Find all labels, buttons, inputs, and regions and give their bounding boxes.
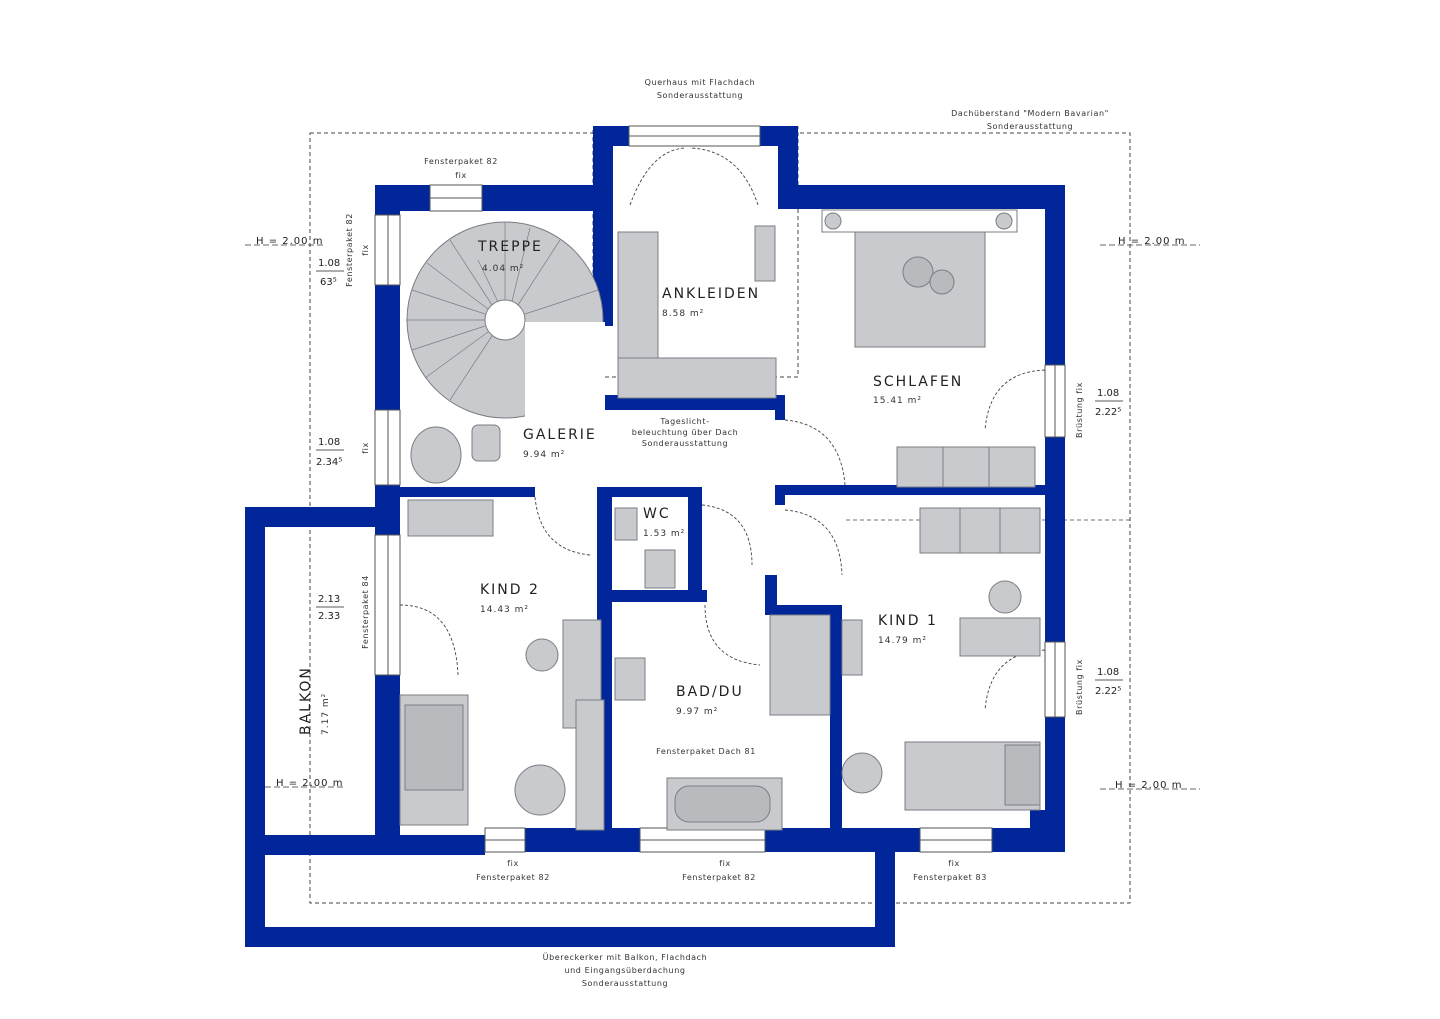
- dim-w5-bot: 2.22⁵: [1095, 686, 1121, 697]
- height-right-top: H = 2.00 m: [1118, 236, 1185, 247]
- note-brustung-2: Brüstung fix: [1075, 659, 1084, 715]
- room-area-galerie: 9.94 m²: [523, 450, 565, 460]
- room-area-ankleiden: 8.58 m²: [662, 309, 704, 319]
- room-name-schlafen: SCHLAFEN: [873, 374, 963, 390]
- dim-w3-bot: 2.33: [318, 611, 340, 622]
- note-fix-galerie: fix: [361, 442, 370, 454]
- room-name-bad: BAD/DU: [676, 684, 744, 700]
- room-name-wc: WC: [643, 506, 671, 522]
- height-right-bottom: H = 2.00 m: [1115, 780, 1182, 791]
- height-left-top: H = 2.00 m: [256, 236, 323, 247]
- note-erker-1: Übereckerker mit Balkon, Flachdach: [543, 952, 708, 962]
- room-area-balkon: 7.17 m²: [321, 693, 331, 735]
- dim-w2-bot: 2.34⁵: [316, 457, 342, 468]
- height-markers: H = 2.00 m H = 2.00 m H = 2.00 m H = 2.0…: [245, 236, 1200, 791]
- room-name-ankleiden: ANKLEIDEN: [662, 286, 760, 302]
- height-left-bottom: H = 2.00 m: [276, 778, 343, 789]
- dim-w1-bot: 63⁵: [320, 277, 337, 288]
- note-dach-sonder: Sonderausstattung: [987, 122, 1073, 131]
- room-area-treppe: 4.04 m²: [482, 264, 524, 274]
- note-fix-b3: fix: [948, 859, 960, 868]
- dim-w3-top: 2.13: [318, 594, 340, 605]
- note-brustung-1: Brüstung fix: [1075, 382, 1084, 438]
- room-name-galerie: GALERIE: [523, 427, 597, 443]
- annotations: Querhaus mit Flachdach Sonderausstattung…: [424, 78, 1109, 988]
- walls: [245, 126, 1065, 947]
- note-erker-2: und Eingangsüberdachung: [564, 966, 685, 975]
- room-name-treppe: TREPPE: [477, 239, 543, 255]
- room-area-kind2: 14.43 m²: [480, 605, 529, 615]
- room-area-kind1: 14.79 m²: [878, 636, 927, 646]
- windows: [374, 125, 1066, 853]
- room-labels: TREPPE 4.04 m² ANKLEIDEN 8.58 m² SCHLAFE…: [298, 239, 963, 735]
- room-name-kind1: KIND 1: [878, 613, 938, 629]
- dim-w4-top: 1.08: [1097, 388, 1119, 399]
- note-fix-left: fix: [361, 244, 370, 256]
- window-dimensions: [316, 270, 1123, 681]
- room-area-wc: 1.53 m²: [643, 529, 685, 539]
- note-querhaus: Querhaus mit Flachdach: [645, 78, 756, 87]
- note-querhaus-sonder: Sonderausstattung: [657, 91, 743, 100]
- furniture: [399, 209, 1041, 831]
- note-fix-b2: fix: [719, 859, 731, 868]
- note-tageslicht-3: Sonderausstattung: [642, 439, 728, 448]
- note-dach: Dachüberstand "Modern Bavarian": [951, 109, 1109, 118]
- note-fp82-b1: Fensterpaket 82: [476, 873, 550, 882]
- note-fpdach81: Fensterpaket Dach 81: [656, 747, 756, 756]
- note-fix-b1: fix: [507, 859, 519, 868]
- note-fp82-top: Fensterpaket 82: [424, 157, 498, 166]
- room-area-bad: 9.97 m²: [676, 707, 718, 717]
- note-fix-top: fix: [455, 171, 467, 180]
- dim-w5-top: 1.08: [1097, 667, 1119, 678]
- note-fp84: Fensterpaket 84: [361, 575, 370, 649]
- note-erker-3: Sonderausstattung: [582, 979, 668, 988]
- window-dimension-labels: 1.08 63⁵ 1.08 2.34⁵ 2.13 2.33 1.08 2.22⁵…: [316, 258, 1121, 697]
- note-tageslicht-2: beleuchtung über Dach: [632, 428, 739, 437]
- dim-w2-top: 1.08: [318, 437, 340, 448]
- note-fp82-left: Fensterpaket 82: [345, 213, 354, 287]
- note-fp82-b2: Fensterpaket 82: [682, 873, 756, 882]
- room-name-kind2: KIND 2: [480, 582, 540, 598]
- vertical-annotations: Fensterpaket 82 fix fix Fensterpaket 84 …: [345, 213, 1084, 715]
- dim-w1-top: 1.08: [318, 258, 340, 269]
- note-tageslicht-1: Tageslicht-: [659, 417, 709, 426]
- dim-w4-bot: 2.22⁵: [1095, 407, 1121, 418]
- note-fp83: Fensterpaket 83: [913, 873, 987, 882]
- lounge-chair: [410, 426, 462, 484]
- room-area-schlafen: 15.41 m²: [873, 396, 922, 406]
- room-name-balkon: BALKON: [298, 666, 314, 735]
